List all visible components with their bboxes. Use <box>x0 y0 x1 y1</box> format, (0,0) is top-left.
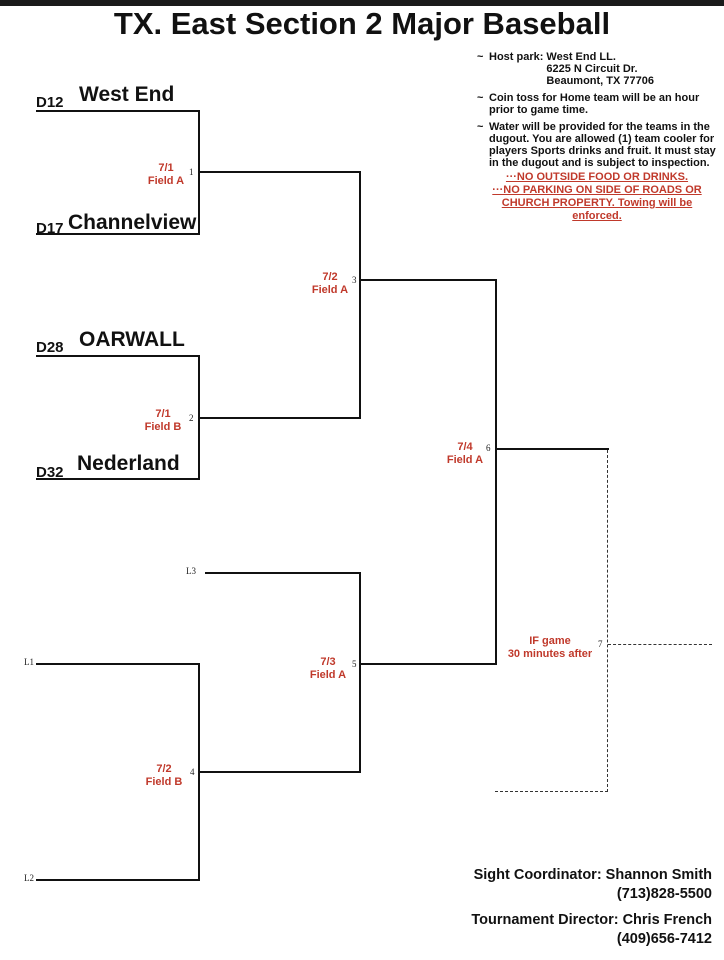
game-1-date: 7/1 <box>158 162 174 174</box>
game-number-7: 7 <box>598 639 603 649</box>
game-number-6: 6 <box>486 443 491 453</box>
seed-d17: D17 <box>36 220 64 237</box>
game-4-field: Field B <box>145 776 183 788</box>
host-park-street: 6225 N Circuit Dr. <box>546 63 638 75</box>
line-nederland <box>36 478 200 480</box>
game-1-info: 7/1 Field A <box>126 162 206 188</box>
game-6-info: 7/4 Field A <box>425 441 505 467</box>
slot-l1: L1 <box>24 657 34 667</box>
game-5-date: 7/3 <box>320 656 336 668</box>
coin-toss-text: Coin toss for Home team will be an hour … <box>489 92 700 116</box>
warning-notice: ···NO OUTSIDE FOOD OR DRINKS. ···NO PARK… <box>477 171 717 223</box>
seed-d32: D32 <box>36 464 64 481</box>
line-channelview <box>36 233 200 235</box>
game-7-info: IF game 30 minutes after <box>495 635 605 661</box>
host-park-label: Host park: <box>489 51 544 63</box>
game-number-5: 5 <box>352 659 357 669</box>
seed-d12: D12 <box>36 94 64 111</box>
game-3-info: 7/2 Field A <box>290 271 370 297</box>
game-3-date: 7/2 <box>322 271 338 283</box>
game-2-field: Field B <box>144 421 182 433</box>
team-west-end: West End <box>79 83 175 106</box>
sight-coordinator-phone: (713)828-5500 <box>616 886 712 902</box>
line-l1 <box>36 663 200 665</box>
host-park-city: Beaumont, TX 77706 <box>546 75 654 87</box>
game-6-field: Field A <box>446 454 484 466</box>
game-number-4: 4 <box>190 767 195 777</box>
game-2-info: 7/1 Field B <box>123 408 203 434</box>
note-bullet: ~ <box>477 92 484 104</box>
water-text: Water will be provided for the teams in … <box>489 121 716 169</box>
game-4-info: 7/2 Field B <box>124 763 204 789</box>
host-park-name: West End LL. <box>546 51 616 63</box>
note-coin-toss: ~ Coin toss for Home team will be an hou… <box>477 92 717 116</box>
host-park-address: West End LL. 6225 N Circuit Dr. Beaumont… <box>546 51 654 87</box>
bracket-game-4-out <box>198 771 361 773</box>
warning-parking: ···NO PARKING ON SIDE OF ROADS OR <box>492 184 702 196</box>
top-border <box>0 0 724 6</box>
bracket-game-6-out <box>495 448 609 450</box>
game-7-timing: 30 minutes after <box>507 648 593 660</box>
bracket-game-7-vertical <box>607 450 608 792</box>
slot-l2: L2 <box>24 873 34 883</box>
page-title: TX. East Section 2 Major Baseball <box>113 6 611 41</box>
game-number-2: 2 <box>189 413 194 423</box>
game-5-info: 7/3 Field A <box>288 656 368 682</box>
team-oarwall: OARWALL <box>79 328 185 351</box>
warning-food: ···NO OUTSIDE FOOD OR DRINKS. <box>505 171 689 183</box>
bracket-game-3-vertical <box>359 171 361 419</box>
note-bullet: ~ <box>477 51 484 63</box>
line-l3 <box>205 572 361 574</box>
line-oarwall <box>36 355 200 357</box>
game-6-date: 7/4 <box>457 441 473 453</box>
note-host-park: ~ Host park: West End LL. 6225 N Circuit… <box>477 51 717 87</box>
line-l2 <box>36 879 200 881</box>
game-7-label: IF game <box>529 635 571 647</box>
seed-d28: D28 <box>36 339 64 356</box>
game-4-date: 7/2 <box>156 763 172 775</box>
bracket-game-1-out <box>198 171 361 173</box>
game-2-date: 7/1 <box>155 408 171 420</box>
tournament-notes: ~ Host park: West End LL. 6225 N Circuit… <box>477 51 717 223</box>
sight-coordinator: Sight Coordinator: Shannon Smith (713)82… <box>474 866 712 904</box>
bracket-champion-line <box>608 644 712 645</box>
bracket-game-5-out <box>359 663 497 665</box>
slot-l3: L3 <box>186 566 196 576</box>
game-5-field: Field A <box>309 669 347 681</box>
tournament-director-phone: (409)656-7412 <box>616 931 712 947</box>
game-number-1: 1 <box>189 167 194 177</box>
warning-enforced: enforced. <box>572 210 622 222</box>
bracket-game-6-vertical <box>495 279 497 665</box>
bracket-game-3-out <box>359 279 497 281</box>
line-west-end <box>36 110 200 112</box>
tournament-director: Tournament Director: Chris French (409)6… <box>471 911 712 949</box>
bracket-game-2-out <box>198 417 361 419</box>
bracket-game-5-vertical <box>359 572 361 773</box>
note-bullet: ~ <box>477 121 484 133</box>
game-1-field: Field A <box>147 175 185 187</box>
game-3-field: Field A <box>311 284 349 296</box>
game-number-3: 3 <box>352 275 357 285</box>
team-nederland: Nederland <box>77 452 180 475</box>
team-channelview: Channelview <box>68 211 197 234</box>
note-water: ~ Water will be provided for the teams i… <box>477 121 717 169</box>
sight-coordinator-name: Sight Coordinator: Shannon Smith <box>473 867 712 883</box>
tournament-director-name: Tournament Director: Chris French <box>471 912 712 928</box>
bracket-game-7-lower <box>495 791 608 792</box>
warning-church: CHURCH PROPERTY. Towing will be <box>501 197 693 209</box>
